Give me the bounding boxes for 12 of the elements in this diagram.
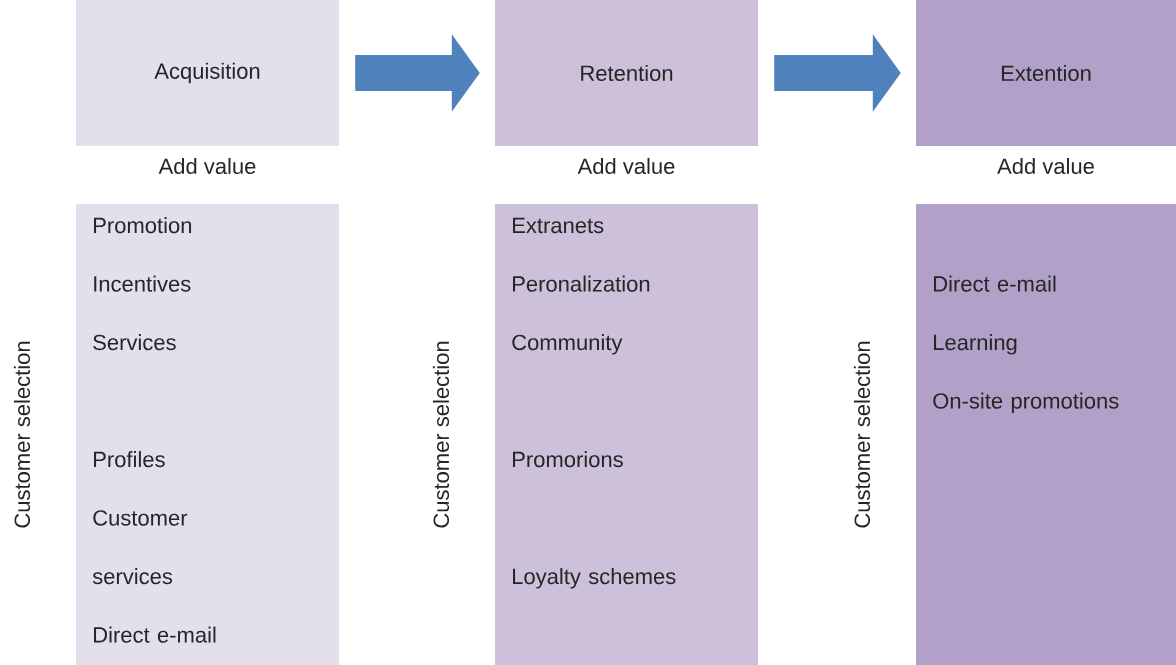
vertical-label: Customer selection: [853, 341, 871, 528]
vertical-label: Customer selection: [13, 341, 31, 528]
list-box: Extranets Peronalization Community Promorions Loyalty schemes: [495, 204, 758, 665]
caption-text: Add value: [997, 157, 1094, 175]
list-box: Direct e-mail Learning On-site promotions: [916, 204, 1176, 665]
stage-box: Retention: [495, 0, 758, 146]
vertical-label: Customer selection: [432, 341, 450, 528]
caption-text: Add value: [577, 157, 675, 175]
stage-box: Extention: [916, 0, 1176, 146]
caption-text: Add value: [158, 157, 256, 175]
stage-box: Acquisition: [76, 0, 339, 146]
list-box: Promotion Incentives Services Profiles Customer services Direct e-mail: [76, 204, 339, 665]
